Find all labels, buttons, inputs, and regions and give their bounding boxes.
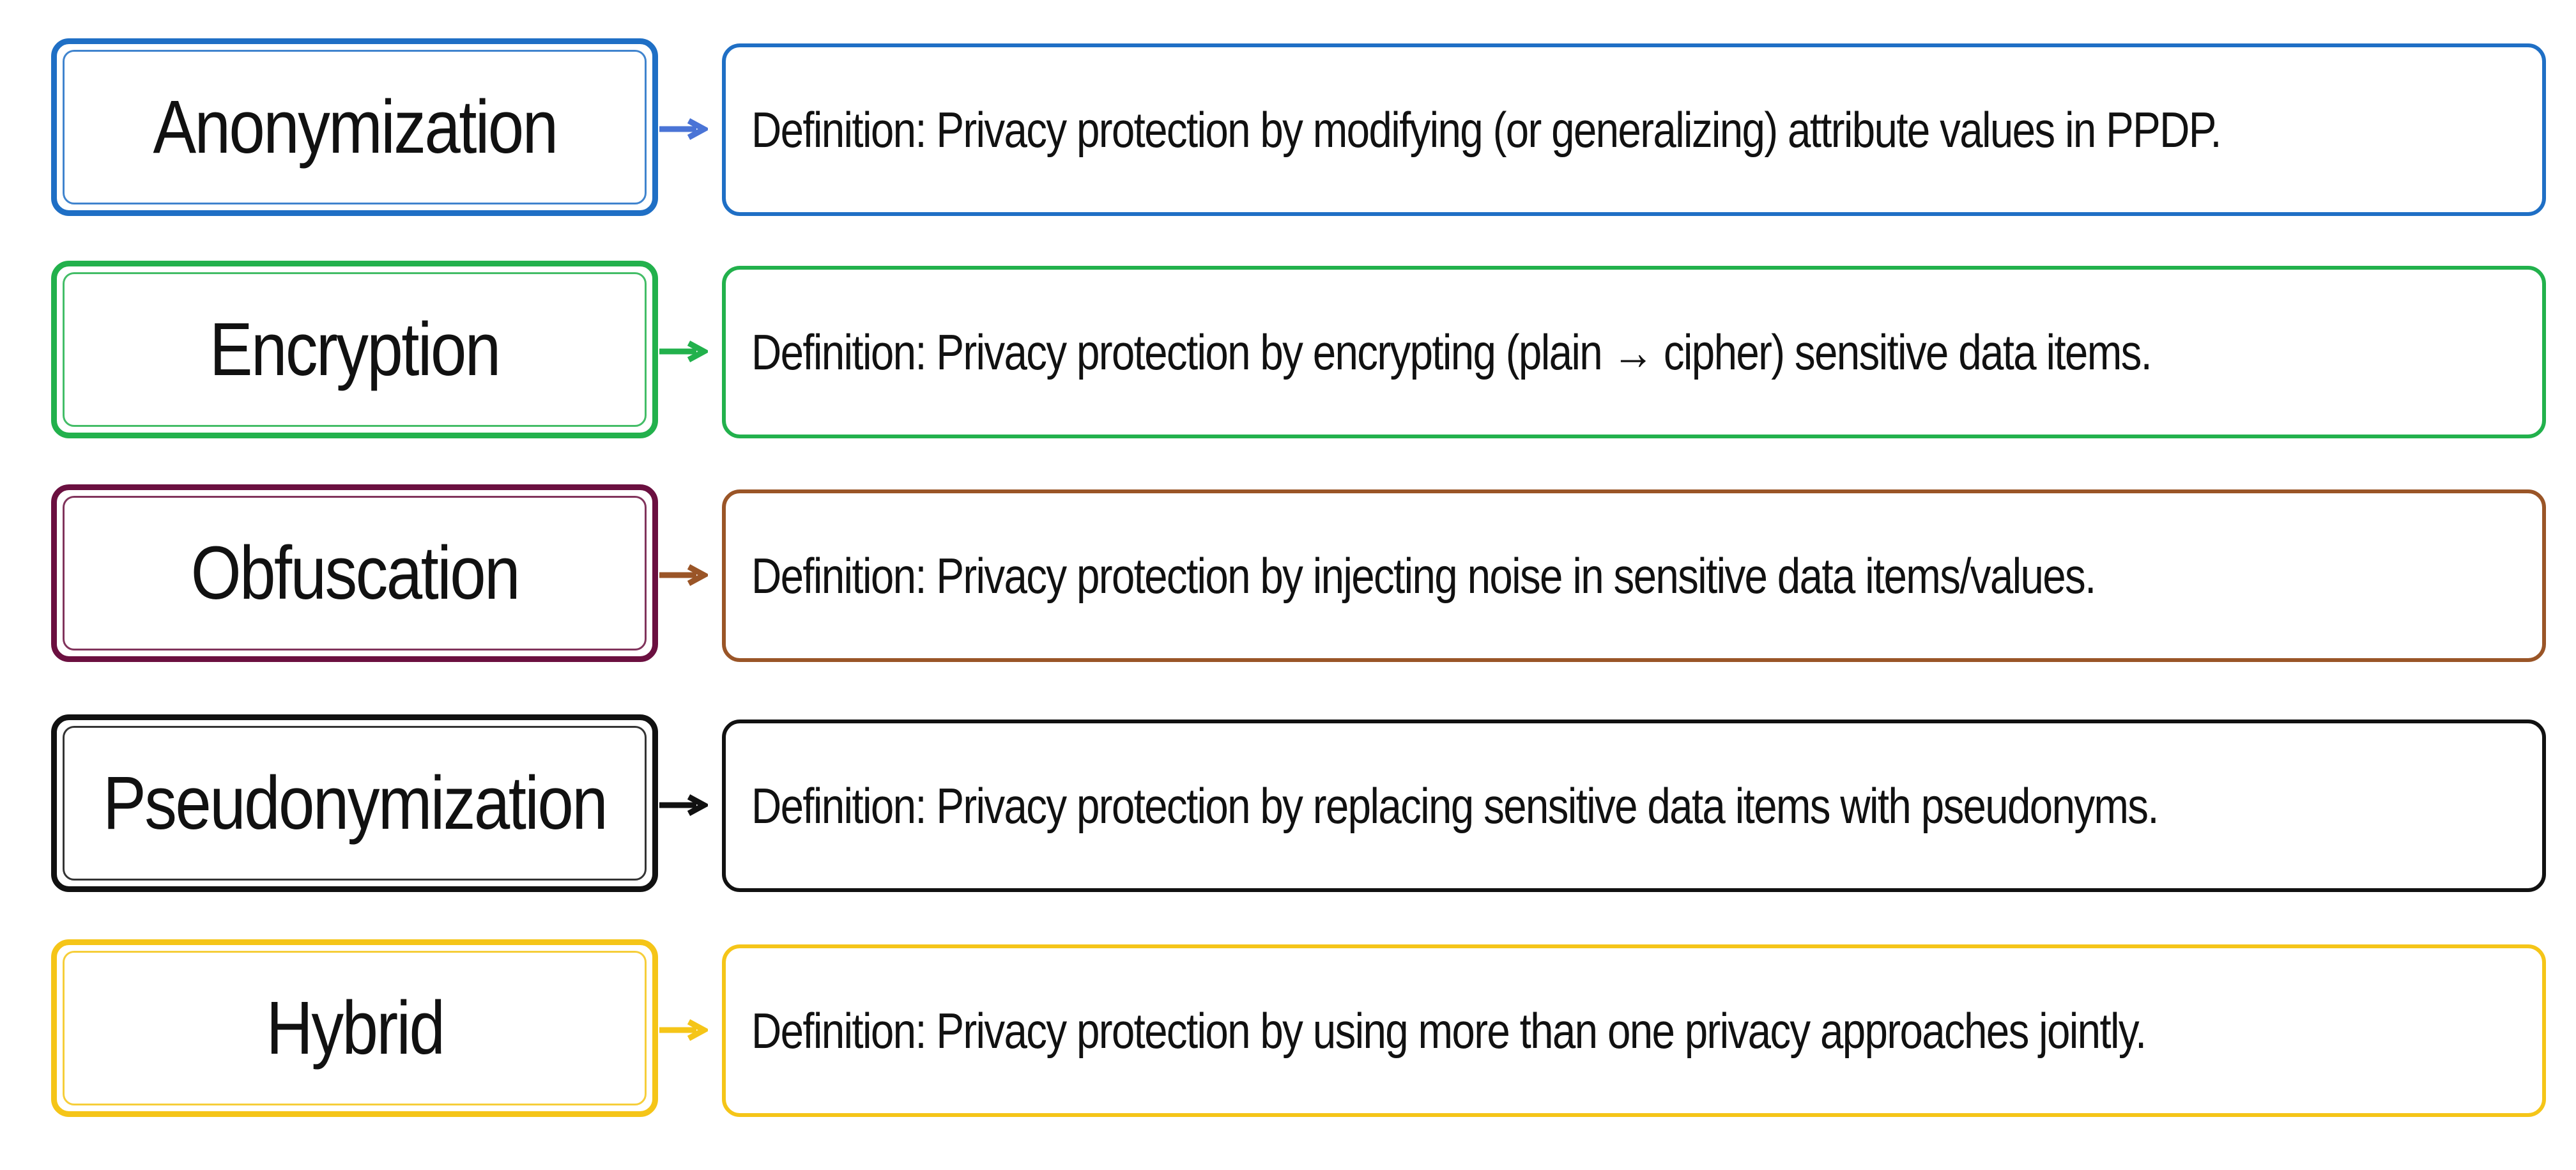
connector-arrow-icon <box>659 564 708 587</box>
term-box-hybrid: Hybrid <box>51 939 658 1117</box>
approach-row-hybrid: Hybrid Definition: Privacy protection by… <box>51 939 2546 1125</box>
definition-text: Definition: Privacy protection by encryp… <box>751 323 2152 380</box>
definition-text: Definition: Privacy protection by modify… <box>751 101 2222 158</box>
connector-arrow-icon <box>659 340 708 363</box>
definition-box-hybrid: Definition: Privacy protection by using … <box>722 944 2546 1117</box>
term-label: Obfuscation <box>190 531 520 615</box>
definition-text: Definition: Privacy protection by replac… <box>751 777 2159 834</box>
definition-text: Definition: Privacy protection by using … <box>751 1002 2147 1059</box>
definition-box-obfuscation: Definition: Privacy protection by inject… <box>722 489 2546 662</box>
approach-row-obfuscation: Obfuscation Definition: Privacy protecti… <box>51 484 2546 670</box>
term-label: Pseudonymization <box>103 761 608 845</box>
connector-arrow-icon <box>659 1019 708 1042</box>
definition-text: Definition: Privacy protection by inject… <box>751 547 2096 604</box>
term-label: Encryption <box>210 307 501 392</box>
term-box-anonymization: Anonymization <box>51 38 658 216</box>
term-box-obfuscation: Obfuscation <box>51 484 658 662</box>
connector-arrow-icon <box>659 118 708 141</box>
approach-row-anonymization: Anonymization Definition: Privacy protec… <box>51 38 2546 224</box>
term-box-encryption: Encryption <box>51 261 658 438</box>
definition-box-pseudonymization: Definition: Privacy protection by replac… <box>722 720 2546 892</box>
approach-row-pseudonymization: Pseudonymization Definition: Privacy pro… <box>51 714 2546 900</box>
term-box-pseudonymization: Pseudonymization <box>51 714 658 892</box>
approach-row-encryption: Encryption Definition: Privacy protectio… <box>51 261 2546 446</box>
definition-box-anonymization: Definition: Privacy protection by modify… <box>722 43 2546 216</box>
term-label: Hybrid <box>266 986 445 1070</box>
connector-arrow-icon <box>659 794 708 817</box>
term-label: Anonymization <box>152 85 558 169</box>
definition-box-encryption: Definition: Privacy protection by encryp… <box>722 266 2546 438</box>
